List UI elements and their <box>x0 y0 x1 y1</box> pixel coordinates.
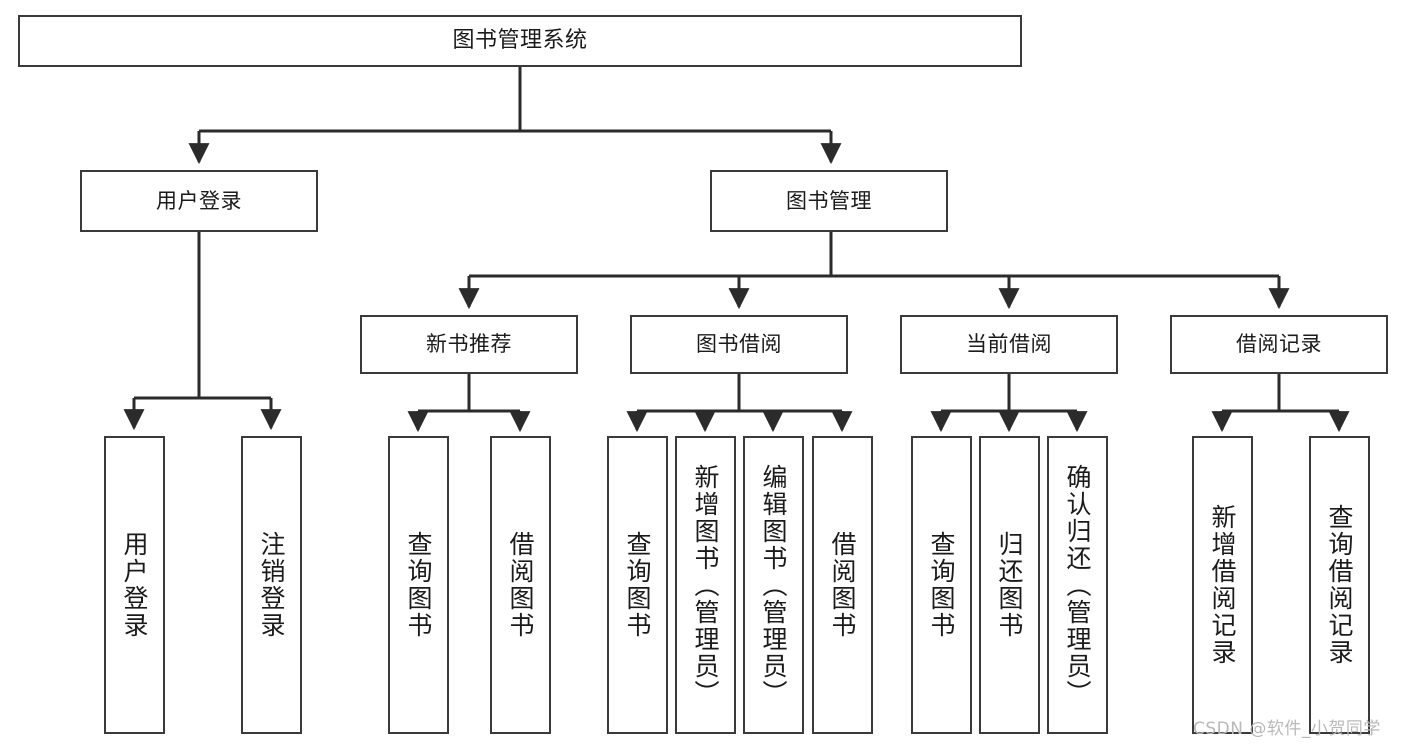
node-book-manage[interactable]: 图书管理 <box>710 170 948 232</box>
node-current-borrow[interactable]: 当前借阅 <box>900 315 1118 374</box>
node-root[interactable]: 图书管理系统 <box>18 15 1022 67</box>
node-leaf-user-login[interactable]: 用户登录 <box>104 436 165 734</box>
node-leaf-borrow-book-1[interactable]: 借阅图书 <box>490 436 551 734</box>
node-leaf-query-book-2[interactable]: 查询图书 <box>607 436 668 734</box>
node-leaf-logout-label: 注销登录 <box>257 531 286 639</box>
node-borrow-record-label: 借阅记录 <box>1236 332 1322 356</box>
node-leaf-query-book-2-label: 查询图书 <box>623 531 652 639</box>
node-leaf-borrow-book-2[interactable]: 借阅图书 <box>812 436 873 734</box>
node-leaf-user-login-label: 用户登录 <box>120 531 149 639</box>
node-leaf-query-book-3[interactable]: 查询图书 <box>911 436 972 734</box>
node-root-label: 图书管理系统 <box>452 28 588 53</box>
node-leaf-add-record-label: 新增借阅记录 <box>1208 504 1237 666</box>
node-leaf-borrow-book-1-label: 借阅图书 <box>506 531 535 639</box>
node-borrow-record[interactable]: 借阅记录 <box>1170 315 1388 374</box>
node-leaf-confirm-return-label: 确认归还（管理员） <box>1063 463 1092 707</box>
node-current-borrow-label: 当前借阅 <box>966 332 1052 356</box>
node-leaf-return-book-label: 归还图书 <box>995 531 1024 639</box>
node-leaf-query-book-1[interactable]: 查询图书 <box>388 436 449 734</box>
watermark: CSDN @软件_小贺同学 <box>1193 719 1381 739</box>
node-leaf-add-record[interactable]: 新增借阅记录 <box>1192 436 1253 734</box>
node-leaf-query-book-1-label: 查询图书 <box>404 531 433 639</box>
node-leaf-edit-book[interactable]: 编辑图书（管理员） <box>743 436 804 734</box>
node-new-book-rec[interactable]: 新书推荐 <box>360 315 578 374</box>
node-leaf-borrow-book-2-label: 借阅图书 <box>828 531 857 639</box>
node-book-borrow[interactable]: 图书借阅 <box>630 315 848 374</box>
node-user-login-label: 用户登录 <box>156 188 242 213</box>
node-leaf-query-book-3-label: 查询图书 <box>927 531 956 639</box>
node-book-borrow-label: 图书借阅 <box>696 332 782 356</box>
node-leaf-return-book[interactable]: 归还图书 <box>979 436 1040 734</box>
node-leaf-add-book-label: 新增图书（管理员） <box>691 463 720 707</box>
node-leaf-query-record-label: 查询借阅记录 <box>1325 504 1354 666</box>
node-leaf-edit-book-label: 编辑图书（管理员） <box>759 463 788 707</box>
node-leaf-logout[interactable]: 注销登录 <box>241 436 302 734</box>
node-new-book-rec-label: 新书推荐 <box>426 332 512 356</box>
node-user-login[interactable]: 用户登录 <box>80 170 318 232</box>
node-leaf-add-book[interactable]: 新增图书（管理员） <box>675 436 736 734</box>
node-book-manage-label: 图书管理 <box>786 188 872 213</box>
node-leaf-confirm-return[interactable]: 确认归还（管理员） <box>1047 436 1108 734</box>
node-leaf-query-record[interactable]: 查询借阅记录 <box>1309 436 1370 734</box>
